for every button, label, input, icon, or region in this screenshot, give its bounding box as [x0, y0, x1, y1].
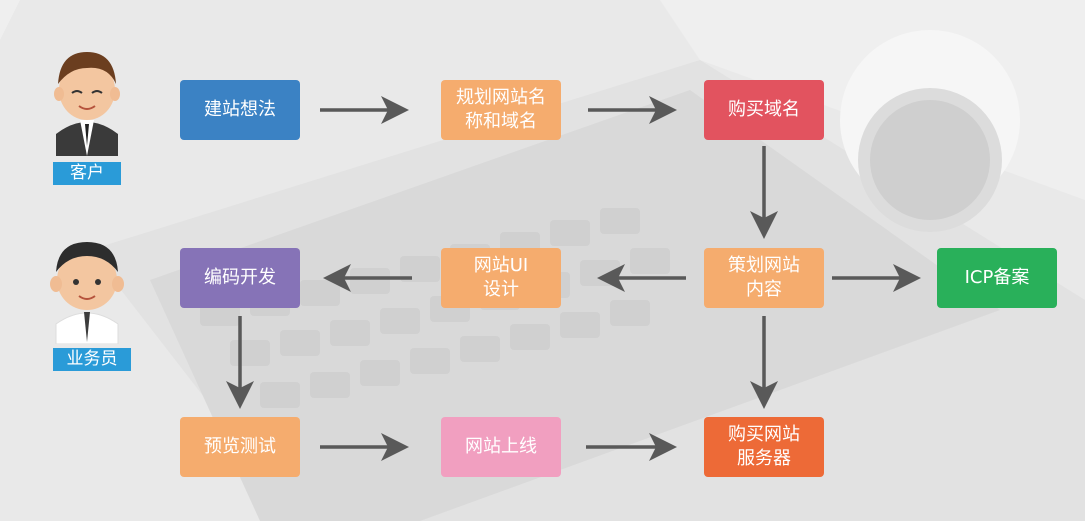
- salesperson-avatar: [44, 238, 130, 345]
- step-coding: 编码开发: [180, 248, 300, 308]
- step-icp-filing: ICP备案: [937, 248, 1057, 308]
- customer-label: 客户: [53, 162, 121, 185]
- step-idea: 建站想法: [180, 80, 300, 140]
- step-buy-domain: 购买域名: [704, 80, 824, 140]
- step-go-live: 网站上线: [441, 417, 561, 477]
- step-plan-name-domain: 规划网站名 称和域名: [441, 80, 561, 140]
- step-ui-design: 网站UI 设计: [441, 248, 561, 308]
- step-buy-server: 购买网站 服务器: [704, 417, 824, 477]
- step-plan-content: 策划网站 内容: [704, 248, 824, 308]
- customer-avatar-icon: [54, 52, 120, 156]
- step-preview-test: 预览测试: [180, 417, 300, 477]
- salesperson-avatar-icon: [50, 242, 124, 345]
- salesperson-label: 业务员: [53, 348, 131, 371]
- customer-avatar: [50, 46, 124, 156]
